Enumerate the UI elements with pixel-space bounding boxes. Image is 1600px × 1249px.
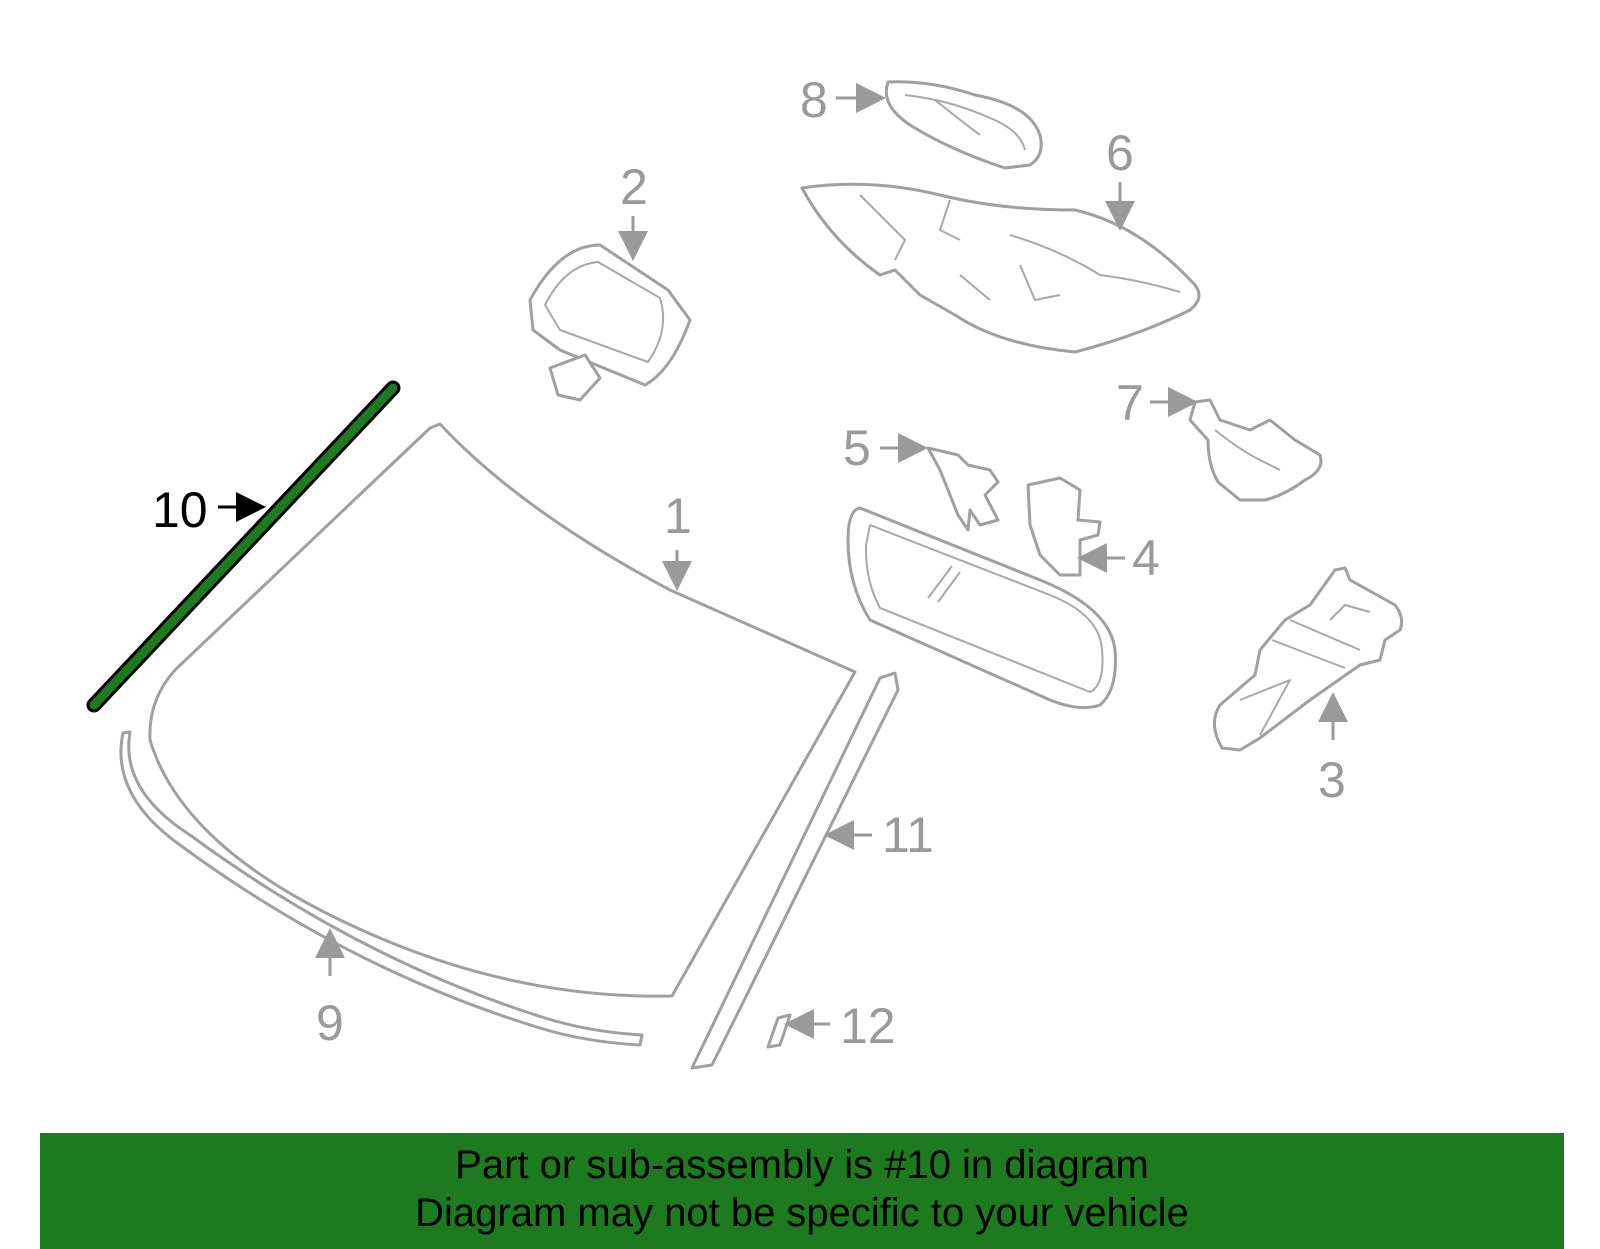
- windshield-glass[interactable]: [148, 422, 857, 998]
- callout-label-12[interactable]: 12: [840, 998, 896, 1054]
- cover-piece[interactable]: [884, 80, 1043, 170]
- callout-label-5[interactable]: 5: [843, 420, 871, 476]
- camera-bracket[interactable]: [1213, 566, 1404, 752]
- parts-diagram: 1 2 3 4 5 6 7 8 9 10 11 12: [86, 72, 1404, 1070]
- mirror-housing-cover[interactable]: [800, 182, 1201, 354]
- callout-label-6[interactable]: 6: [1106, 125, 1134, 181]
- mount-clip[interactable]: [926, 446, 1000, 532]
- info-banner: Part or sub-assembly is #10 in diagram D…: [40, 1133, 1564, 1249]
- callout-label-1[interactable]: 1: [664, 488, 692, 544]
- clip[interactable]: [766, 1013, 792, 1049]
- lower-molding[interactable]: [119, 730, 644, 1047]
- callout-label-11[interactable]: 11: [882, 807, 934, 863]
- callout-label-8[interactable]: 8: [800, 72, 828, 128]
- callout-label-9[interactable]: 9: [316, 995, 344, 1051]
- rearview-mirror[interactable]: [846, 476, 1117, 710]
- bracket[interactable]: [1188, 398, 1323, 502]
- callout-label-4[interactable]: 4: [1132, 530, 1160, 586]
- callout-label-10[interactable]: 10: [152, 482, 208, 538]
- molding-strip-highlighted[interactable]: [86, 380, 401, 713]
- callout-label-2[interactable]: 2: [620, 159, 648, 215]
- banner-line-2: Diagram may not be specific to your vehi…: [415, 1191, 1189, 1235]
- banner-line-1: Part or sub-assembly is #10 in diagram: [455, 1143, 1149, 1187]
- callout-label-3[interactable]: 3: [1318, 752, 1346, 808]
- rain-sensor[interactable]: [528, 243, 692, 402]
- side-pillar-molding[interactable]: [690, 671, 900, 1070]
- callout-label-7[interactable]: 7: [1116, 375, 1144, 431]
